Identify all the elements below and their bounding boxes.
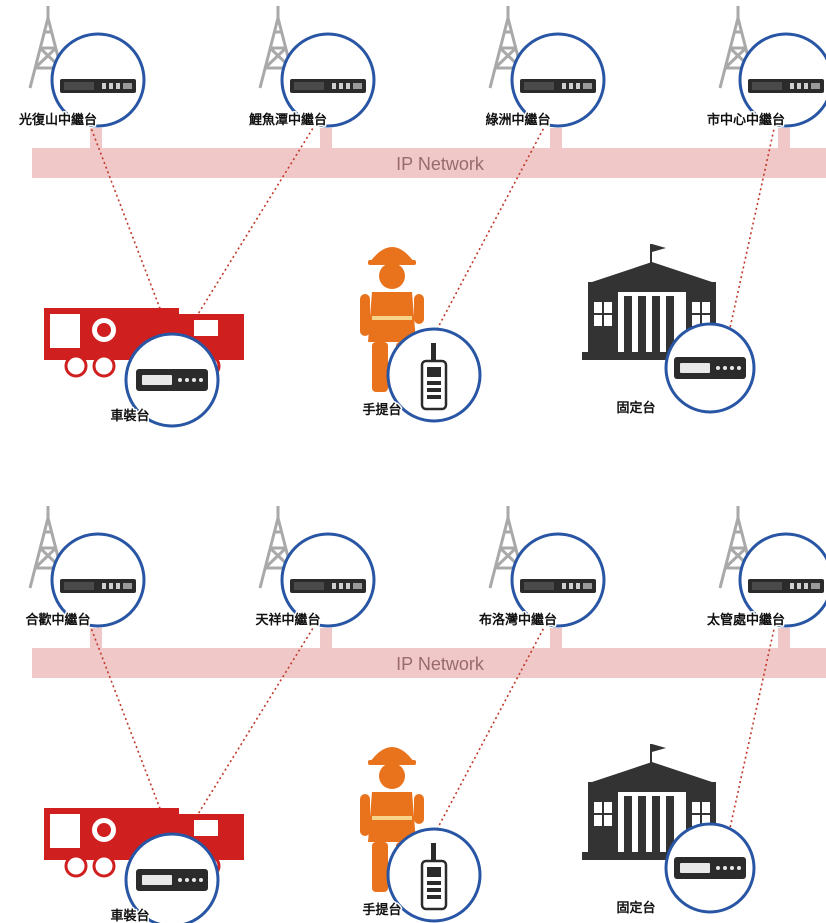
radio-link xyxy=(729,619,777,829)
terminal-label: 固定台 xyxy=(616,900,655,916)
desk-radio-icon xyxy=(674,357,746,379)
radio-link xyxy=(181,619,319,841)
repeater-label: 綠洲中繼台 xyxy=(485,112,550,128)
repeater-radio-icon xyxy=(748,579,824,593)
terminal-label: 車裝台 xyxy=(110,908,149,923)
radio-link xyxy=(181,119,319,341)
ip-network-band xyxy=(32,648,826,678)
terminal-label: 車裝台 xyxy=(110,408,149,424)
repeater-label: 布洛灣中繼台 xyxy=(479,612,557,628)
repeater-connector xyxy=(778,628,790,650)
ip-network-label: IP Network xyxy=(396,654,485,674)
repeater-label: 合歡中繼台 xyxy=(25,612,90,628)
repeater-radio-icon xyxy=(520,579,596,593)
repeater-connector xyxy=(320,628,332,650)
radio-link xyxy=(87,119,173,341)
repeater-radio-icon xyxy=(520,79,596,93)
repeater-label: 光復山中繼台 xyxy=(18,112,97,128)
repeater-connector xyxy=(550,128,562,150)
repeater-radio-icon xyxy=(290,579,366,593)
ip-network-band xyxy=(32,148,826,178)
mobile-radio-icon xyxy=(136,869,208,891)
repeater-radio-icon xyxy=(748,79,824,93)
radio-link xyxy=(87,619,173,841)
repeater-connector xyxy=(550,628,562,650)
terminal-label: 固定台 xyxy=(616,400,655,416)
radio-link xyxy=(433,619,549,836)
radio-link xyxy=(433,119,549,336)
mobile-radio-icon xyxy=(136,369,208,391)
repeater-radio-icon xyxy=(290,79,366,93)
desk-radio-icon xyxy=(674,857,746,879)
repeater-label: 天祥中繼台 xyxy=(255,612,320,628)
radio-link xyxy=(729,119,777,329)
repeater-label: 鯉魚潭中繼台 xyxy=(249,112,327,128)
repeater-connector xyxy=(320,128,332,150)
repeater-radio-icon xyxy=(60,579,136,593)
repeater-label: 市中心中繼台 xyxy=(707,112,785,128)
repeater-label: 太管處中繼台 xyxy=(706,612,785,628)
terminal-label: 手提台 xyxy=(362,402,401,418)
terminal-label: 手提台 xyxy=(362,902,401,918)
ip-network-label: IP Network xyxy=(396,154,485,174)
repeater-radio-icon xyxy=(60,79,136,93)
repeater-connector xyxy=(778,128,790,150)
